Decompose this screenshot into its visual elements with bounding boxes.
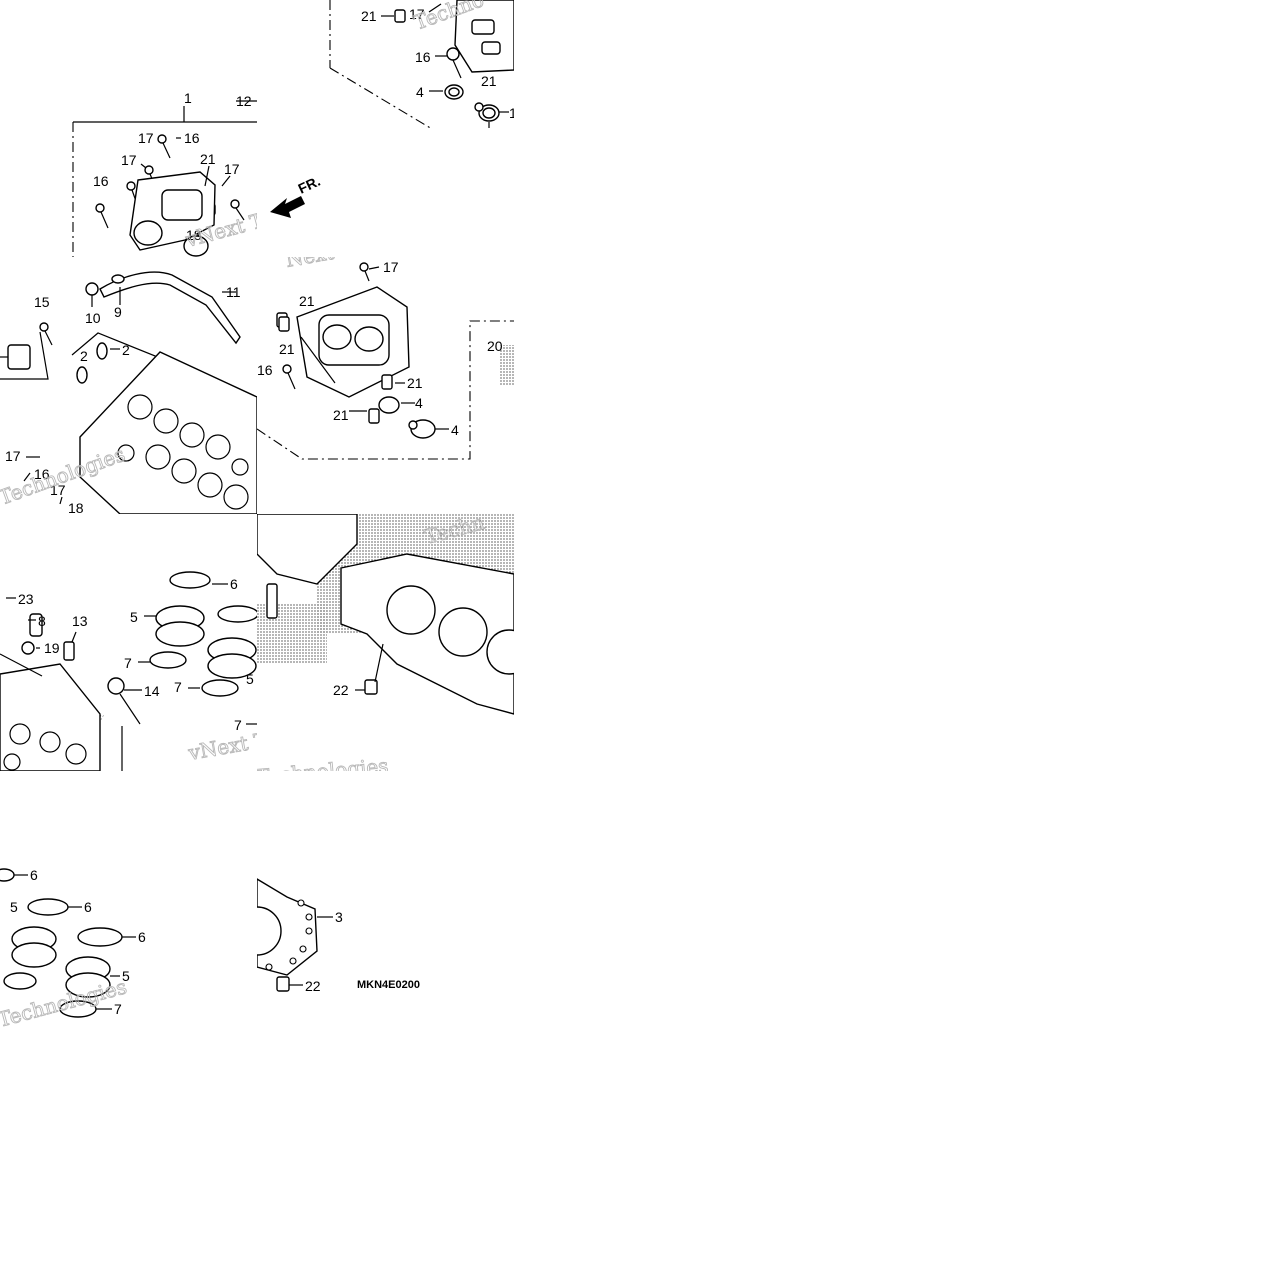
callout-label: 7 (114, 1001, 122, 1017)
diagram-tile-art: 3 22 MKN4E0200 (257, 878, 420, 994)
callout-label: 17 (5, 448, 21, 464)
callout-label: 17 (383, 259, 399, 275)
callout-label: 4 (451, 422, 459, 438)
diagram-tile-head-cover-bolts: 1 12 17 16 17 21 17 16 18 vNext Tec (0, 0, 257, 257)
callout-label: 6 (30, 867, 38, 883)
callout-label: 3 (335, 909, 343, 925)
diagram-tile-art: 1 12 17 16 17 21 17 16 18 vNext Tec (72, 90, 257, 257)
callout-label: 9 (114, 304, 122, 320)
diagram-tile-art: 6 5 6 6 5 7 Technologies (0, 867, 146, 1028)
callout-label: 11 (226, 284, 241, 300)
callout-label: 14 (144, 683, 160, 699)
callout-label: 21 (361, 8, 377, 24)
callout-label: 2 (122, 342, 130, 358)
callout-label: 7 (174, 679, 182, 695)
callout-label: 16 (93, 173, 109, 189)
callout-label: 18 (186, 227, 202, 243)
callout-label: 1 (184, 90, 192, 106)
callout-label: 6 (138, 929, 146, 945)
callout-label: 6 (230, 576, 238, 592)
callout-label: 19 (44, 640, 60, 656)
diagram-tile-art: 17 21 21 21 16 21 4 4 20 Next (257, 257, 514, 460)
callout-label: 6 (84, 899, 92, 915)
callout-label: 5 (122, 968, 130, 984)
watermark: Technologies (257, 754, 389, 771)
callout-label: 17 (409, 6, 425, 22)
diagram-tile-intake-boots: 23 8 19 13 14 6 5 7 7 5 7 vNext Tec (0, 514, 257, 771)
diagram-tile-art: FR. (270, 173, 323, 218)
diagram-tile-art: 23 8 19 13 14 6 5 7 7 5 7 vNext Tec (0, 571, 257, 771)
diagram-tile-cylinder-head: 15 10 9 11 2 2 17 16 17 18 Technologies (0, 257, 257, 514)
callout-label: 21 (299, 293, 315, 309)
diagram-tile-clamps: 6 5 6 6 5 7 Technologies (0, 771, 257, 1028)
callout-label: 17 (138, 130, 154, 146)
callout-label: 4 (415, 395, 423, 411)
callout-label: 18 (68, 500, 84, 514)
callout-label: 16 (415, 49, 431, 65)
callout-label: 15 (34, 294, 50, 310)
diagram-tile-art: 21 17 16 21 4 1 4 Techno (329, 0, 514, 179)
callout-label: 16 (257, 362, 273, 378)
callout-label: 8 (38, 613, 46, 629)
diagram-tile-art: 15 10 9 11 2 2 17 16 17 18 Technologies (0, 271, 257, 514)
callout-label: 5 (10, 899, 18, 915)
callout-label: 10 (85, 310, 101, 326)
callout-label: 4 (416, 84, 424, 100)
diagram-code: MKN4E0200 (357, 979, 420, 991)
callout-label: 7 (234, 717, 242, 733)
callout-label: 21 (481, 73, 497, 89)
callout-label: 13 (72, 613, 88, 629)
callout-label: 22 (305, 978, 321, 994)
watermark: Next (284, 257, 336, 272)
callout-label: 17 (121, 152, 137, 168)
diagram-tile-direction: FR. (257, 128, 514, 257)
callout-label: 7 (124, 655, 132, 671)
callout-label: 21 (407, 375, 423, 391)
diagram-tile-gasket-end: 3 22 MKN4E0200 (257, 771, 514, 1028)
callout-label: 20 (487, 338, 503, 354)
callout-label: 5 (130, 609, 138, 625)
callout-label: 12 (236, 93, 252, 109)
callout-label: 5 (246, 671, 254, 687)
callout-label: 21 (279, 341, 295, 357)
diagram-tile-art: 22 Techn Technologies (257, 514, 514, 771)
callout-label: 16 (184, 130, 200, 146)
watermark: vNext Tec (186, 724, 257, 765)
diagram-tile-valve-holder: 17 21 21 21 16 21 4 4 20 Next (257, 257, 514, 514)
diagram-tile-head-gasket: 22 Techn Technologies (257, 514, 514, 771)
callout-label: 1 (509, 105, 514, 121)
callout-label: 17 (50, 482, 66, 498)
front-arrow-icon (270, 196, 305, 218)
callout-label: 17 (224, 161, 240, 177)
callout-label: 21 (333, 407, 349, 423)
callout-label: 21 (200, 151, 216, 167)
callout-label: 23 (18, 591, 34, 607)
callout-label: 22 (333, 682, 349, 698)
direction-label: FR. (296, 173, 323, 197)
callout-label: 2 (80, 348, 88, 364)
callout-label: 16 (34, 466, 50, 482)
